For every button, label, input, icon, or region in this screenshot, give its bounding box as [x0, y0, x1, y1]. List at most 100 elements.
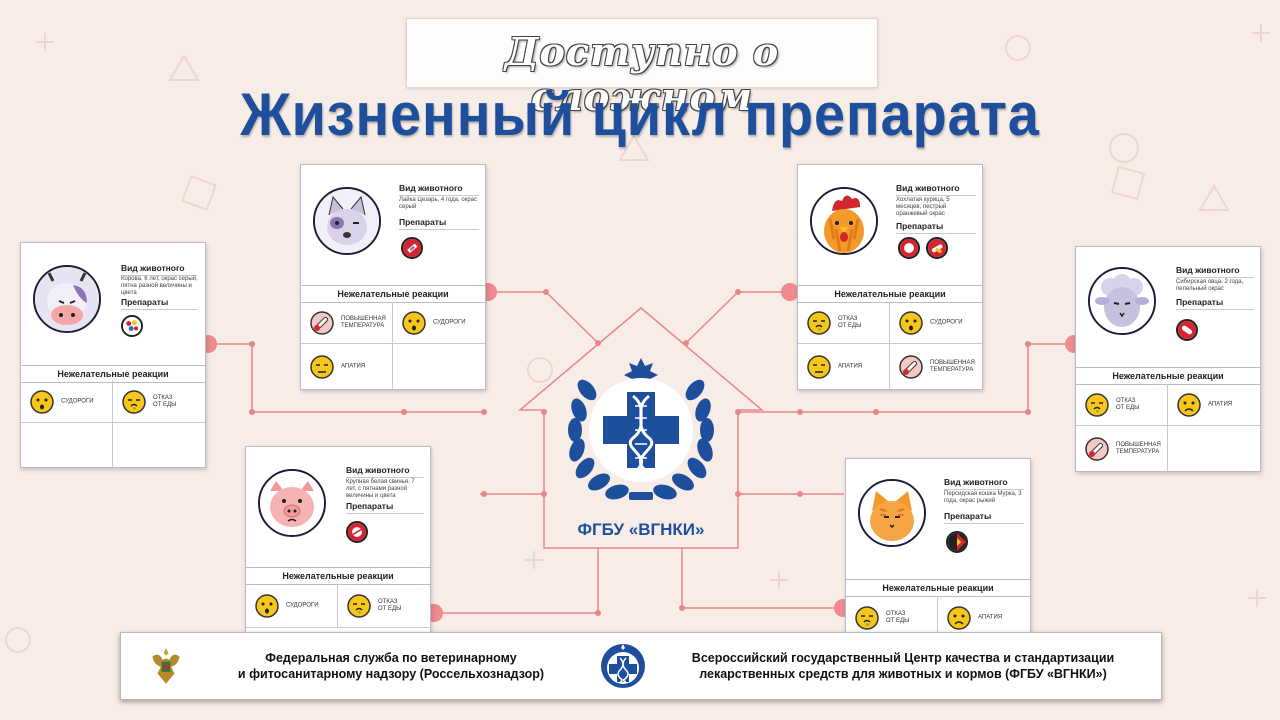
- animal-description: Крупная белая свинья, 7 лет, с пятнами р…: [346, 479, 415, 499]
- reaction-label: ПОВЫШЕННАЯ ТЕМПЕРАТУРА: [930, 359, 975, 373]
- reaction-label: АПАТИЯ: [978, 614, 1003, 620]
- card-chicken: Вид животного Хохлатая курица, 5 месяцев…: [797, 164, 983, 390]
- color-pill-icon: [946, 531, 968, 553]
- vgnki-emblem: [568, 358, 714, 500]
- reaction-label: СУДОРОГИ: [286, 602, 319, 608]
- shocked-emoji-icon: [899, 310, 923, 335]
- card-pig: Вид животного Крупная белая свинья, 7 ле…: [245, 446, 431, 648]
- reaction-label: ОТКАЗ ОТ ЕДЫ: [886, 610, 910, 624]
- subtitle-box: Доступно о сложном: [406, 18, 878, 119]
- page-title: Жизненный цикл препарата: [240, 81, 1040, 148]
- reaction-label: ОТКАЗ ОТ ЕДЫ: [838, 315, 862, 329]
- drugs-list: [346, 521, 368, 543]
- animal-description: Хохлатая курица, 5 месяцев, пестрый оран…: [896, 197, 950, 217]
- drugs-label: Препараты: [1176, 297, 1254, 310]
- reactions-header: Нежелательные реакции: [246, 567, 430, 585]
- drugs-label: Препараты: [896, 221, 976, 234]
- sick-emoji-icon: [855, 605, 879, 630]
- multicolor-pills-icon: [121, 315, 143, 337]
- drugs-label: Препараты: [346, 501, 424, 514]
- sick-emoji-icon: [1085, 392, 1109, 417]
- reaction-label: СУДОРОГИ: [930, 319, 963, 325]
- capsules-icon: [926, 237, 948, 259]
- reaction-cell: [393, 344, 485, 389]
- animal-kind-label: Вид животного: [399, 183, 479, 196]
- animal-description: Корова, 6 лет, окрас серый, пятна разной…: [121, 276, 198, 296]
- card-cow: Вид животного Корова, 6 лет, окрас серый…: [20, 242, 206, 468]
- reaction-cell: ОТКАЗ ОТ ЕДЫ: [798, 302, 890, 344]
- thermometer-icon: [1085, 436, 1109, 461]
- drugs-list: [898, 237, 948, 259]
- drugs-label: Препараты: [121, 297, 197, 310]
- reaction-cell: ОТКАЗ ОТ ЕДЫ: [1076, 384, 1168, 426]
- reactions-header: Нежелательные реакции: [21, 365, 205, 383]
- sick-emoji-icon: [807, 310, 831, 335]
- thermometer-icon: [310, 310, 334, 335]
- card-dog: Вид животного Лайка Цезарь, 4 года, окра…: [300, 164, 486, 390]
- drugs-label: Препараты: [944, 511, 1024, 524]
- card-sheep: Вид животного Сибирская овца, 2 года, пе…: [1075, 246, 1261, 472]
- reaction-cell: АПАТИЯ: [1168, 384, 1260, 426]
- subtitle: Доступно о сложном: [504, 29, 780, 119]
- reaction-cell: [21, 423, 113, 467]
- sheep-icon: [1088, 267, 1156, 335]
- cow-icon: [33, 265, 101, 333]
- drugs-list: [121, 315, 143, 337]
- animal-kind-label: Вид животного: [121, 263, 197, 276]
- drugs-list: [946, 531, 968, 553]
- reaction-label: ОТКАЗ ОТ ЕДЫ: [378, 598, 402, 612]
- reaction-label: ПОВЫШЕННАЯ ТЕМПЕРАТУРА: [341, 315, 386, 329]
- chicken-icon: [810, 187, 878, 255]
- reaction-cell: ПОВЫШЕННАЯ ТЕМПЕРАТУРА: [890, 344, 982, 389]
- reaction-cell: ПОВЫШЕННАЯ ТЕМПЕРАТУРА: [1076, 426, 1168, 471]
- sad-emoji-icon: [947, 605, 971, 630]
- shocked-emoji-icon: [255, 593, 279, 618]
- connector-dots: [249, 289, 1031, 616]
- shocked-emoji-icon: [30, 389, 54, 414]
- red-capsule-icon: [1176, 319, 1198, 341]
- double-headed-eagle-emblem-icon: [152, 648, 180, 684]
- reaction-label: СУДОРОГИ: [433, 319, 466, 325]
- reaction-cell: СУДОРОГИ: [21, 381, 113, 423]
- animal-description: Сибирская овца, 2 года, пепельный окрас: [1176, 279, 1244, 292]
- reaction-cell: СУДОРОГИ: [890, 302, 982, 344]
- animal-description: Персидская кошка Мурка, 3 года, окрас ры…: [944, 491, 1022, 504]
- reaction-label: АПАТИЯ: [341, 363, 366, 369]
- reactions-header: Нежелательные реакции: [301, 285, 485, 303]
- footer-banner: Федеральная служба по ветеринарному и фи…: [120, 632, 1162, 700]
- drugs-list: [401, 237, 423, 259]
- reaction-label: ОТКАЗ ОТ ЕДЫ: [1116, 397, 1140, 411]
- reaction-cell: АПАТИЯ: [798, 344, 890, 389]
- reaction-cell: ОТКАЗ ОТ ЕДЫ: [113, 381, 205, 423]
- reaction-label: АПАТИЯ: [838, 363, 863, 369]
- footer-right-text: Всероссийский государственный Центр каче…: [691, 651, 1115, 681]
- reactions-header: Нежелательные реакции: [1076, 367, 1260, 385]
- animal-kind-label: Вид животного: [944, 477, 1024, 490]
- apathy-emoji-icon: [807, 354, 831, 379]
- decorative-shapes: [5, 24, 1270, 653]
- center-org-name: ФГБУ «ВГНКИ»: [577, 520, 705, 539]
- card-cat: Вид животного Персидская кошка Мурка, 3 …: [845, 458, 1031, 660]
- husky-dog-icon: [313, 187, 381, 255]
- drugs-list: [1176, 319, 1198, 341]
- vgnki-emblem-icon: [601, 644, 645, 688]
- pig-icon: [258, 469, 326, 537]
- reaction-cell: ПОВЫШЕННАЯ ТЕМПЕРАТУРА: [301, 302, 393, 344]
- apathy-emoji-icon: [310, 354, 334, 379]
- animal-kind-label: Вид животного: [896, 183, 976, 196]
- animal-description: Лайка Цезарь, 4 года, окрас серый: [399, 197, 477, 210]
- red-tablet-icon: [898, 237, 920, 259]
- reaction-cell: ОТКАЗ ОТ ЕДЫ: [338, 584, 430, 628]
- sick-emoji-icon: [347, 593, 371, 618]
- syringe-icon: [401, 237, 423, 259]
- footer-left-text: Федеральная служба по ветеринарному и фи…: [237, 651, 545, 681]
- reaction-label: СУДОРОГИ: [61, 398, 94, 404]
- animal-kind-label: Вид животного: [1176, 265, 1254, 278]
- thermometer-icon: [899, 354, 923, 379]
- drugs-label: Препараты: [399, 217, 479, 230]
- reaction-cell: СУДОРОГИ: [393, 302, 485, 344]
- reaction-label: ОТКАЗ ОТ ЕДЫ: [153, 394, 177, 408]
- shocked-emoji-icon: [402, 310, 426, 335]
- reaction-label: АПАТИЯ: [1208, 401, 1233, 407]
